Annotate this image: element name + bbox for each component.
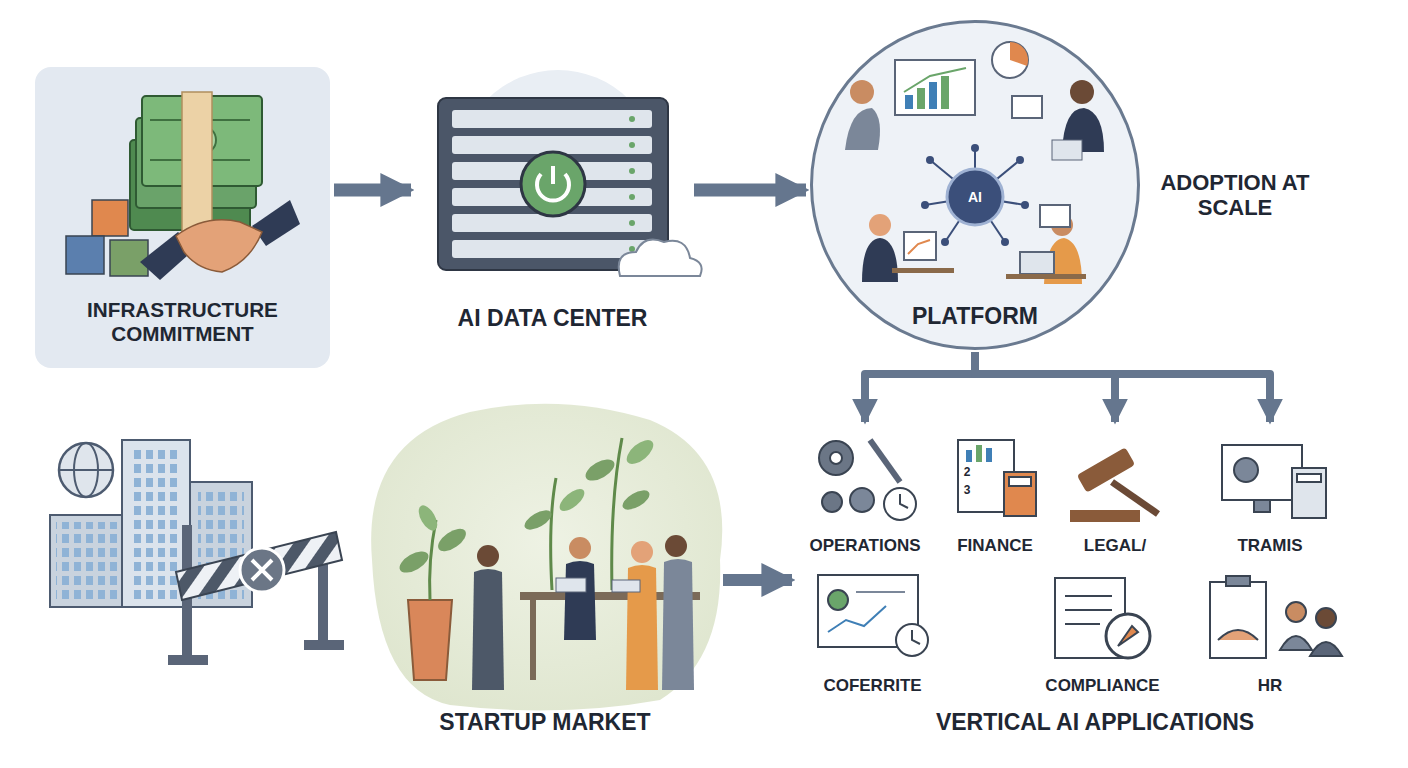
node-title: LEGAL/ <box>1084 536 1146 556</box>
flow-arrow <box>723 574 792 586</box>
flow-arrow <box>975 352 1115 422</box>
operations-icon <box>819 440 916 520</box>
compliance-icon <box>1055 578 1150 658</box>
node-title: HR <box>1258 676 1283 696</box>
flow-arrow <box>334 184 411 197</box>
hub-label: AI <box>955 189 995 205</box>
node-title: TRAMIS <box>1237 536 1302 556</box>
node-title: COFERRITE <box>823 676 921 696</box>
blocked-corporations <box>50 440 344 665</box>
side-caption: ADOPTION AT SCALE <box>1150 170 1320 221</box>
app-node: COFERRITE <box>805 570 940 700</box>
halo <box>458 70 658 270</box>
app-node: OPERATIONS <box>805 425 925 560</box>
coferrite-icon <box>818 575 928 656</box>
data-center-node: AI DATA CENTER <box>415 80 690 335</box>
platform-circle: PLATFORM <box>810 20 1140 350</box>
app-node: TRAMIS <box>1210 425 1330 560</box>
node-title: VERTICAL AI APPLICATIONS <box>936 709 1254 735</box>
flow-arrow <box>975 352 1270 422</box>
startup-node: STARTUP MARKET <box>365 395 725 745</box>
node-title: STARTUP MARKET <box>439 709 650 735</box>
vertical-group: VERTICAL AI APPLICATIONS OPERATIONS FINANC… <box>795 420 1395 745</box>
app-node: HR <box>1195 570 1345 700</box>
node-title: AI DATA CENTER <box>458 305 648 331</box>
tramis-icon <box>1222 445 1326 518</box>
app-node: FINANCE <box>945 425 1045 560</box>
commitment-box: INFRASTRUCTURE COMMITMENT <box>35 67 330 368</box>
flow-arrow <box>694 184 806 197</box>
flow-arrow <box>865 352 975 422</box>
startup-garden <box>371 404 722 711</box>
app-node: COMPLIANCE <box>1030 570 1175 700</box>
node-title: COMPLIANCE <box>1045 676 1159 696</box>
app-node: LEGAL/ <box>1060 425 1170 560</box>
finance-icon <box>958 440 1036 516</box>
node-title: INFRASTRUCTURE COMMITMENT <box>35 298 330 346</box>
hr-icon <box>1210 576 1342 658</box>
node-title: FINANCE <box>957 536 1033 556</box>
legal-icon <box>1070 447 1158 522</box>
server-rack <box>438 98 702 276</box>
list-number: 2 <box>960 466 974 480</box>
node-title: PLATFORM <box>912 303 1038 329</box>
node-title: OPERATIONS <box>809 536 920 556</box>
list-number: 3 <box>960 484 974 498</box>
